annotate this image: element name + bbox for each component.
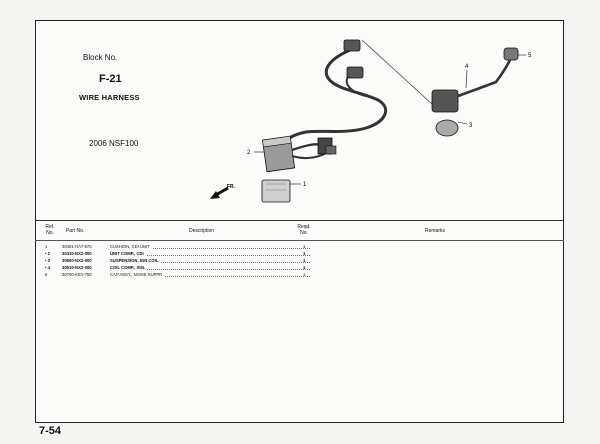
table-row: 5 30700-KEV-750 CAP ASSY., NOISE SUPPR 1 bbox=[35, 272, 564, 278]
callout-5: 5 bbox=[528, 53, 532, 59]
row-qty: 1 bbox=[303, 251, 306, 256]
ignition-coil bbox=[431, 89, 459, 113]
block-label: Block No. bbox=[83, 53, 118, 62]
row-description: CAP ASSY., NOISE SUPPR bbox=[110, 272, 165, 278]
header-description: Description bbox=[189, 228, 215, 234]
catalog-frame bbox=[35, 20, 564, 423]
row-part-no: 30401-HA7-670 bbox=[62, 244, 92, 249]
row-description: CUSHION, CDI UNIT bbox=[110, 244, 152, 250]
header-reqd-no: Reqd. No. bbox=[297, 224, 311, 236]
model-label: 2006 NSF100 bbox=[89, 139, 139, 148]
row-qty: 1 bbox=[303, 258, 306, 263]
front-arrow-label: FR. bbox=[227, 184, 236, 190]
callout-2: 2 bbox=[247, 150, 251, 156]
row-ref: 1 bbox=[45, 244, 48, 249]
header-part-no: Part No. bbox=[66, 228, 85, 234]
table-row: • 3 30500-NX2-000 SUSPENSION, IGN COIL 1 bbox=[35, 258, 564, 264]
connector-top-1 bbox=[343, 39, 361, 52]
row-part-no: 30510-NX2-000 bbox=[62, 265, 92, 270]
block-code: F-21 bbox=[99, 73, 122, 85]
row-ref: • 2 bbox=[45, 251, 50, 256]
coil-suspension bbox=[435, 119, 459, 137]
callout-3: 3 bbox=[469, 123, 473, 129]
table-row: • 2 30410-NX2-000 UNIT COMP., CDI 1 bbox=[35, 251, 564, 257]
row-leader-dots bbox=[110, 272, 310, 277]
row-ref: • 4 bbox=[45, 265, 50, 270]
header-remarks: Remarks bbox=[425, 228, 446, 234]
row-qty: 1 bbox=[303, 265, 306, 270]
table-row: • 4 30510-NX2-000 COIL COMP., IGN. 1 bbox=[35, 265, 564, 271]
row-qty: 1 bbox=[303, 272, 306, 277]
row-leader-dots bbox=[110, 265, 310, 270]
row-description: UNIT COMP., CDI bbox=[110, 251, 146, 257]
connector-top-2 bbox=[346, 66, 364, 79]
harness-cable bbox=[276, 48, 388, 151]
row-qty: 1 bbox=[303, 244, 306, 249]
row-ref: 5 bbox=[45, 272, 48, 277]
table-row: 1 30401-HA7-670 CUSHION, CDI UNIT 1 bbox=[35, 244, 564, 250]
table-top-rule bbox=[35, 220, 564, 221]
row-leader-dots bbox=[110, 251, 310, 256]
block-title: WIRE HARNESS bbox=[79, 93, 140, 102]
spark-plug-cap bbox=[503, 47, 519, 61]
row-part-no: 30410-NX2-000 bbox=[62, 251, 92, 256]
cushion bbox=[261, 179, 291, 203]
cdi-unit bbox=[262, 135, 296, 173]
row-description: SUSPENSION, IGN COIL bbox=[110, 258, 161, 264]
callout-1: 1 bbox=[303, 182, 307, 188]
row-leader-dots bbox=[110, 244, 310, 249]
row-leader-dots bbox=[110, 258, 310, 263]
row-description: COIL COMP., IGN. bbox=[110, 265, 148, 271]
page-number: 7-54 bbox=[39, 425, 62, 437]
row-part-no: 30500-NX2-000 bbox=[62, 258, 92, 263]
table-header-rule bbox=[35, 240, 564, 241]
row-ref: • 3 bbox=[45, 258, 50, 263]
header-ref-no: Ref. No. bbox=[45, 224, 55, 236]
row-part-no: 30700-KEV-750 bbox=[62, 272, 92, 277]
callout-4: 4 bbox=[465, 64, 469, 70]
